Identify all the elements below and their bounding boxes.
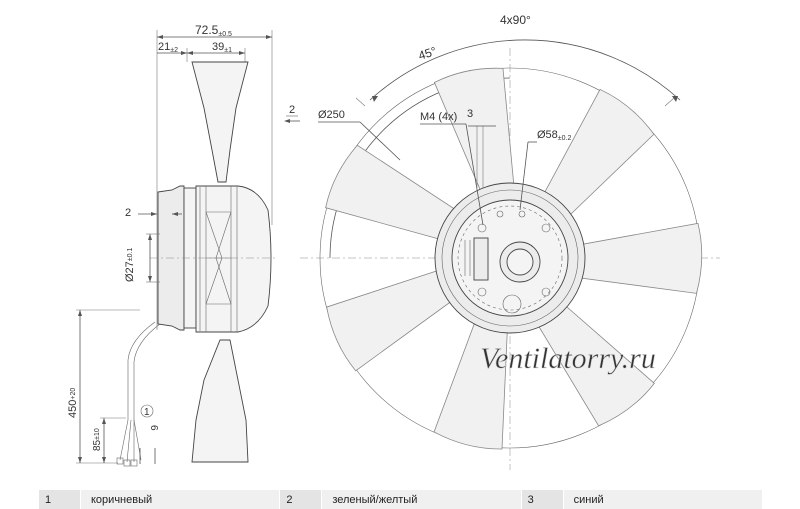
shaft-diameter-label: Ø27±0.1 xyxy=(124,248,136,282)
front-blade xyxy=(433,67,515,197)
front-blades xyxy=(325,67,703,450)
cable-gland xyxy=(502,294,522,314)
thread-label: M4 (4x) xyxy=(420,111,457,123)
side-lower-blade xyxy=(191,339,249,463)
front-blade xyxy=(541,88,655,220)
front-blade xyxy=(574,222,703,294)
legend-color: коричневый xyxy=(80,490,280,509)
overall-width-label: 72.5±0.5 xyxy=(195,23,232,38)
front-blade xyxy=(535,301,655,427)
flange-offset-label: 2 xyxy=(125,207,131,219)
bolt-hole xyxy=(541,223,551,233)
legend-number: 1 xyxy=(38,490,80,509)
bolt-circle-label: Ø58±0.2 xyxy=(537,129,571,142)
watermark: Ventilatorry.ru xyxy=(480,342,656,375)
wire-end-label: 6 xyxy=(148,425,159,431)
side-motor-body xyxy=(195,185,272,333)
strip-length-label: 85±10 xyxy=(92,428,103,451)
side-upper-blade xyxy=(191,61,249,183)
legend-number: 2 xyxy=(279,490,322,509)
rating-plate xyxy=(473,237,489,281)
wire-marker-label: 1 xyxy=(144,407,150,418)
legend-color: синий xyxy=(562,490,762,509)
thread-marker-label: 3 xyxy=(467,108,473,120)
hub-depth-label: 21±2 xyxy=(158,41,178,54)
pitch-marker-label: 2 xyxy=(289,104,295,116)
bolt-hole xyxy=(477,287,487,297)
legend-color: зеленый/желтый xyxy=(321,490,521,509)
front-blade xyxy=(326,268,456,372)
outer-diameter-label: Ø250 xyxy=(318,109,345,121)
front-view: 4x90° 45° Ø250 M4 (4x) 3 xyxy=(300,13,720,470)
angle-4x90-label: 4x90° xyxy=(500,13,531,27)
front-blade xyxy=(325,144,461,241)
wire-marker-circle xyxy=(140,404,154,418)
blade-width-label: 39±1 xyxy=(212,41,232,54)
bolt-hole xyxy=(541,287,551,297)
legend-number: 3 xyxy=(520,490,563,509)
side-view: 72.5±0.5 21±2 39±1 2 2 xyxy=(67,23,300,467)
angle-45-label: 45° xyxy=(417,44,439,63)
fan-technical-drawing: 72.5±0.5 21±2 39±1 2 2 xyxy=(67,13,720,470)
angle-arc xyxy=(369,39,681,101)
front-blade xyxy=(433,316,508,450)
bolt-hole xyxy=(477,223,487,233)
cable xyxy=(127,321,156,420)
wire-color-legend: 1 коричневый 2 зеленый/желтый 3 синий xyxy=(38,490,762,509)
cable-length-label: 450+20 xyxy=(67,388,79,418)
